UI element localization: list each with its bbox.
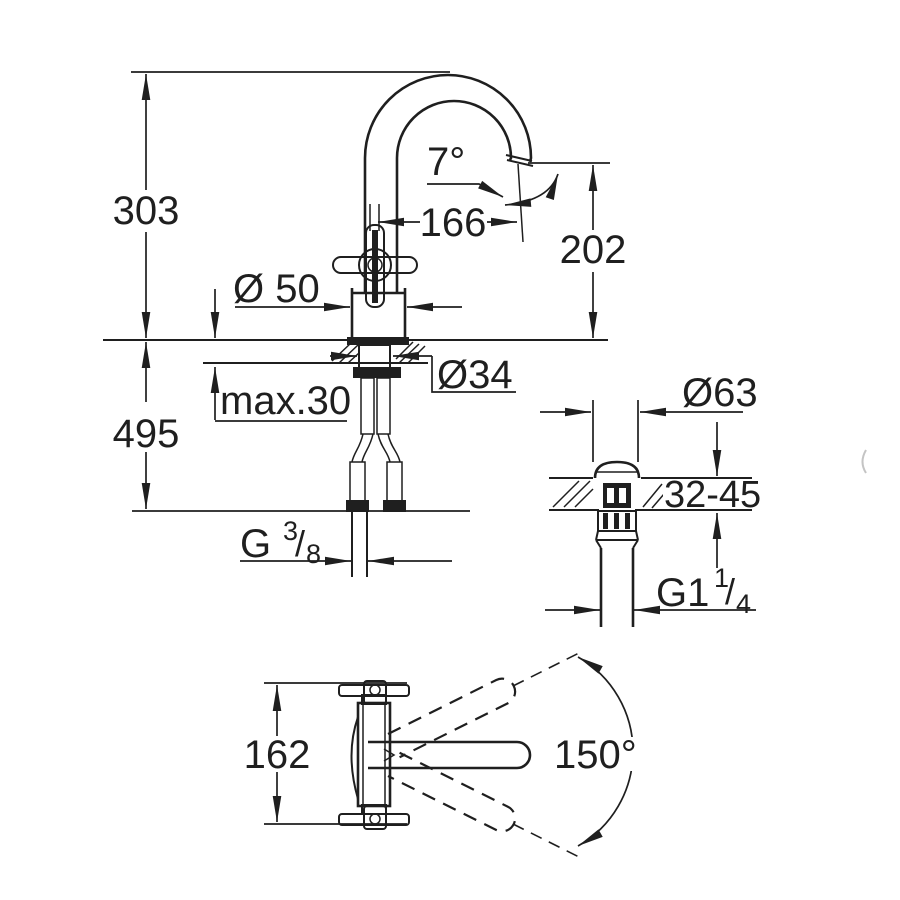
dim-495: 495: [112, 342, 470, 512]
cross-handle: [332, 224, 418, 308]
waste-tailpipe: [599, 548, 635, 627]
plan-handle-screw-top: [369, 684, 381, 696]
waste-section-view: Ø63 32-45 G1 1 / 4: [540, 371, 765, 627]
dim-202-label: 202: [560, 228, 627, 272]
plan-faucet-body: [338, 680, 532, 830]
dim-7deg: 7°: [427, 140, 559, 243]
dim-303-label: 303: [113, 189, 180, 233]
dim-dia34: Ø34: [330, 351, 516, 397]
waste-hatch-left: [552, 480, 594, 508]
hose-end-right: [386, 461, 403, 502]
dim-3245: 32-45: [663, 422, 765, 568]
handle-horizontal-bar: [332, 256, 418, 274]
aerator-face: [505, 154, 534, 167]
dim-g114-den: 4: [736, 589, 751, 619]
dim-g114: G1 1 / 4: [545, 563, 756, 619]
dim-max30-label: max.30: [220, 379, 351, 423]
dim-g38: G 3 / 8: [240, 516, 452, 569]
handle-boss-inner: [367, 257, 383, 273]
dim-dia50: Ø 50: [233, 267, 462, 312]
dim-g114-num: 1: [714, 563, 729, 593]
plan-spout-chevron: [383, 748, 396, 762]
waste-countertop-section: [549, 477, 752, 511]
front-elevation-view: 303 495 Ø 50 7° 166: [103, 71, 631, 577]
plan-handle-knob-bottom: [363, 805, 387, 830]
plan-body-inner-lines: [362, 703, 386, 806]
dim-166: 166: [378, 201, 517, 245]
dim-162-label: 162: [244, 733, 311, 777]
dim-g38-num: 3: [283, 516, 298, 546]
dim162-ext-lines: [264, 682, 407, 825]
dim-150deg-label: 150°: [554, 733, 637, 777]
waste-outline: [593, 460, 641, 627]
dim-166-label: 166: [420, 201, 487, 245]
plan-handle-knob-top: [363, 680, 387, 705]
dim-dia34-label: Ø34: [437, 353, 513, 397]
hose-end-left: [349, 461, 366, 502]
dim-dia63-label: Ø63: [682, 371, 758, 415]
mounting-shank: [358, 344, 391, 369]
dim-g38-g: G: [240, 522, 271, 566]
base-cylinder: [350, 288, 407, 338]
angle-arc: [504, 173, 559, 207]
plan-view: 162 150°: [243, 650, 640, 860]
dim-g38-slash: /: [295, 523, 305, 564]
supply-pipe: [351, 512, 368, 577]
plan-spout-solid: [368, 740, 532, 770]
waste-hatch-right: [642, 483, 665, 509]
dia63-ext-lines: [592, 400, 639, 462]
dim-495-label: 495: [113, 412, 180, 456]
locking-nut: [353, 367, 401, 378]
dim-150deg: 150°: [552, 656, 640, 847]
hatch-left: [331, 342, 360, 364]
hose-nut-left: [346, 500, 369, 512]
dim-7deg-label: 7°: [427, 140, 465, 184]
swivel-ext-lower: [512, 823, 584, 860]
hose-nut-right: [383, 500, 406, 512]
dim-g114-slash: /: [725, 571, 735, 612]
waste-flare: [595, 530, 639, 549]
supply-connections: [346, 367, 406, 577]
dim-g38-den: 8: [306, 539, 321, 569]
plan-handle-screw-bottom: [369, 813, 381, 825]
dim-202: 202: [528, 162, 631, 338]
dim-dia63: Ø63: [540, 371, 758, 462]
dim-162: 162: [243, 682, 407, 825]
angle-leader: [427, 180, 504, 198]
dim-dia50-label: Ø 50: [233, 267, 320, 311]
waste-locknut: [597, 510, 637, 532]
spout-outer-arc: [363, 73, 533, 163]
scan-artifact-mark: [861, 449, 867, 474]
supply-stem-right: [376, 377, 391, 435]
supply-stem-left: [360, 377, 375, 435]
handle-boss: [358, 248, 392, 282]
handle-vertical-bar: [365, 224, 385, 308]
dim-3245-label: 32-45: [664, 474, 761, 516]
hatch-right: [395, 341, 426, 364]
dim-g114-g: G1: [656, 571, 709, 615]
valve-stem: [369, 204, 380, 231]
swivel-ext-upper: [512, 650, 584, 687]
dim-max30: max.30: [210, 289, 351, 423]
dim-303: 303: [112, 71, 450, 338]
waste-dome-cap: [593, 460, 641, 479]
plan-body-bulge: [350, 716, 359, 800]
dia34-leader: [431, 356, 516, 393]
plan-swivel-spout-positions: [387, 650, 584, 860]
hose-curves: [351, 433, 401, 463]
spout-inner-arc: [395, 99, 513, 161]
handle-stem-core: [372, 230, 378, 303]
